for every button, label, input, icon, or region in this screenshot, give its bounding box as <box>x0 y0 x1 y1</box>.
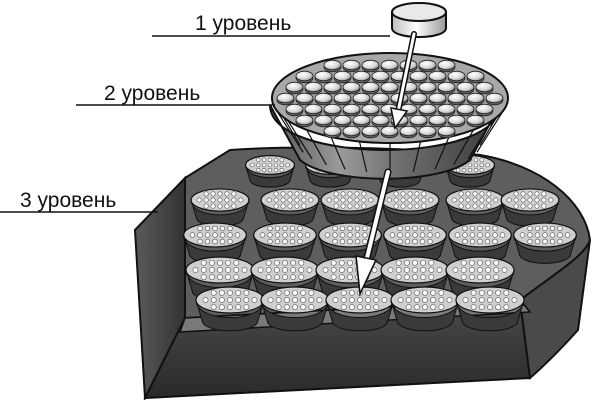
level2-label: 2 уровень <box>104 82 200 105</box>
cylinder-cell-icon <box>333 92 352 106</box>
cylinder-cell-icon <box>437 81 456 95</box>
cylinder-cell-icon <box>323 125 342 139</box>
cylinder-cell-icon <box>342 125 361 139</box>
cylinder-cell-icon <box>380 125 399 139</box>
cylinder-cell-icon <box>418 81 437 95</box>
mini-module <box>448 222 512 264</box>
cylinder-cell-icon <box>466 114 485 128</box>
cylinder-cell-icon <box>323 81 342 95</box>
cylinder-cell-icon <box>304 81 323 95</box>
cylinder-cell-icon <box>314 70 333 84</box>
level2-module <box>269 52 509 180</box>
mini-module <box>260 286 330 332</box>
cylinder-cell-icon <box>456 81 475 95</box>
mini-module <box>320 188 380 227</box>
cylinder-cell-icon <box>409 92 428 106</box>
cylinder-cell-icon <box>352 92 371 106</box>
cylinder-cell-icon <box>361 81 380 95</box>
cylinder-cell-icon <box>428 114 447 128</box>
cylinder-cell-icon <box>409 114 428 128</box>
cylinder-cell-icon <box>485 92 504 106</box>
mini-module <box>325 286 395 332</box>
cylinder-cell-icon <box>371 114 390 128</box>
cylinder-cell-icon <box>475 103 494 117</box>
mini-module <box>260 188 320 227</box>
level3-modules <box>183 155 577 332</box>
cylinder-cell-icon <box>418 103 437 117</box>
cylinder-cell-icon <box>304 103 323 117</box>
cylinder-cell-icon <box>409 70 428 84</box>
down-arrow-icon <box>390 31 417 130</box>
cylinder-cell-icon <box>276 92 295 106</box>
mini-module <box>500 188 560 227</box>
cylinder-cell-icon <box>342 81 361 95</box>
cylinder-cell-icon <box>428 92 447 106</box>
cylinder-cell-icon <box>418 125 437 139</box>
cylinder-cell-icon <box>447 70 466 84</box>
level1-cell <box>391 2 447 38</box>
cylinder-cell-icon <box>361 103 380 117</box>
cylinder-cell-icon <box>352 114 371 128</box>
cylinder-cell-icon <box>437 103 456 117</box>
cylinder-cell-icon <box>342 59 361 73</box>
cylinder-cell-icon <box>437 125 456 139</box>
mini-module <box>445 188 505 227</box>
cell-top <box>391 2 447 22</box>
cylinder-cell-icon <box>342 103 361 117</box>
mini-module <box>195 286 265 332</box>
mini-module <box>455 286 525 332</box>
cylinder-cell-icon <box>380 81 399 95</box>
cylinder-cell-icon <box>295 70 314 84</box>
cylinder-cell-icon <box>456 103 475 117</box>
mini-module <box>513 222 577 264</box>
cylinder-cell-icon <box>361 125 380 139</box>
cylinder-cell-icon <box>323 59 342 73</box>
cylinder-cell-icon <box>323 103 342 117</box>
cylinder-cell-icon <box>399 125 418 139</box>
cylinder-cell-icon <box>361 59 380 73</box>
cylinder-cell-icon <box>352 70 371 84</box>
cylinder-cell-icon <box>295 114 314 128</box>
cylinder-cell-icon <box>418 59 437 73</box>
level3-label: 3 уровень <box>20 189 116 212</box>
cylinder-cell-icon <box>447 92 466 106</box>
cylinder-cell-icon <box>380 59 399 73</box>
cylinder-cell-icon <box>295 92 314 106</box>
cylinder-cell-icon <box>314 114 333 128</box>
mini-module <box>183 222 247 264</box>
cylinder-cell-icon <box>466 70 485 84</box>
cylinder-cell-icon <box>447 114 466 128</box>
cylinder-cell-icon <box>466 92 485 106</box>
mini-module <box>244 155 296 188</box>
mini-module <box>390 286 460 332</box>
cylinder-cell-icon <box>428 70 447 84</box>
cylinder-cell-icon <box>333 114 352 128</box>
cylinder-cell-icon <box>371 70 390 84</box>
cylinder-cell-icon <box>285 103 304 117</box>
level1-label: 1 уровень <box>195 12 291 35</box>
cylinder-cell-icon <box>314 92 333 106</box>
cylinder-cell-icon <box>333 70 352 84</box>
cylinder-cell-icon <box>285 81 304 95</box>
mini-module <box>380 188 440 227</box>
down-arrow-icon <box>355 168 392 297</box>
cylinder-cell-icon <box>371 92 390 106</box>
cylinder-cell-icon <box>437 59 456 73</box>
mini-module <box>190 188 250 227</box>
level3-base <box>133 146 592 400</box>
mini-module <box>253 222 317 264</box>
cylinder-cell-icon <box>475 81 494 95</box>
